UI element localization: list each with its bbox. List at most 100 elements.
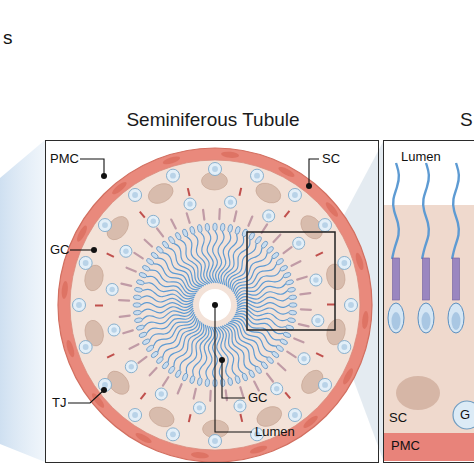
sperm-head [279, 264, 288, 272]
sperm-tail [206, 327, 215, 379]
germ-nucleus [315, 318, 320, 323]
sperm-head [241, 373, 248, 382]
germ-nucleus [322, 222, 328, 228]
germ-cell [129, 188, 142, 201]
tight-junction [239, 188, 241, 196]
germ-nucleus [292, 412, 298, 418]
germ-nucleus [102, 382, 108, 388]
spermatid-rod [274, 235, 281, 242]
sperm-head [275, 344, 284, 352]
germ-cell [288, 409, 301, 422]
epithelium-detail [384, 141, 474, 461]
spermatid-rod [234, 211, 236, 221]
sperm-head [134, 287, 143, 293]
germ-cell [79, 341, 92, 354]
germ-cell [345, 299, 358, 312]
sperm-tail [392, 163, 399, 259]
sertoli-nucleus [146, 403, 177, 430]
sperm-head [138, 331, 147, 338]
germ-nucleus [111, 327, 116, 332]
leader-line [309, 159, 319, 186]
tight-junction [107, 354, 114, 358]
germ-nucleus [322, 382, 328, 388]
spermatid-rod [267, 374, 273, 382]
tight-junction [189, 414, 191, 422]
tight-junction [316, 353, 323, 356]
spermatid-rod [120, 316, 130, 317]
germ-cell [312, 315, 324, 327]
germ-nucleus [254, 173, 260, 179]
germ-cell [225, 196, 237, 208]
sperm-head [182, 228, 189, 237]
germ-nucleus [109, 287, 114, 292]
sperm-head [182, 373, 189, 382]
leader-dot [306, 183, 312, 189]
germ-cell [184, 198, 196, 210]
sperm-head [285, 279, 294, 286]
germ-cell [108, 324, 120, 336]
sperm-head [248, 369, 256, 378]
sperm-head [133, 295, 141, 300]
germ-cell [310, 274, 322, 286]
sperm-head [168, 236, 176, 245]
germ-nucleus [212, 438, 218, 444]
sperm-nucleus [392, 312, 401, 330]
sperm-head [161, 240, 169, 249]
tubule-cross-section [58, 148, 372, 462]
spermatid-rod [248, 217, 252, 226]
germ-nucleus [170, 431, 176, 437]
part-label: SC [389, 410, 407, 426]
leader-dot [101, 173, 107, 179]
pmc-band [384, 433, 474, 461]
tight-junction [284, 211, 289, 217]
germ-nucleus [151, 219, 156, 224]
spermatid-rod [145, 240, 152, 247]
tight-junction [285, 392, 290, 398]
germ-cell [209, 163, 222, 176]
sperm-nucleus [452, 312, 461, 330]
germ-nucleus [159, 391, 164, 396]
germ-cell [288, 188, 301, 201]
sperm-head [155, 245, 164, 254]
spermatid-rod [194, 389, 196, 399]
spermatid-rod [300, 293, 310, 294]
sperm-head [161, 361, 169, 370]
panel-heading: Seminiferous Tubule [46, 109, 380, 131]
pmc-nucleus [61, 281, 69, 300]
germ-cell [271, 383, 283, 395]
sperm-head [142, 264, 151, 272]
sperm-head [146, 344, 155, 352]
sperm-head [254, 365, 262, 374]
sperm-head [248, 232, 256, 241]
sperm-head [266, 356, 275, 365]
pmc-nucleus [65, 339, 76, 358]
tight-junction [95, 304, 103, 306]
germ-cell [166, 169, 179, 182]
germ-cell [193, 402, 205, 414]
germ-cell [263, 210, 275, 222]
sperm-head [146, 258, 155, 266]
sperm-head [234, 226, 241, 235]
germ-nucleus [313, 277, 318, 282]
sperm-head [260, 240, 268, 249]
zoom-square [247, 232, 335, 330]
germ-nucleus [83, 344, 89, 350]
sperm-tail [234, 264, 276, 294]
germ-nucleus [197, 405, 202, 410]
tight-junction [140, 212, 145, 218]
sperm-head [234, 375, 241, 384]
spermatid-rod [297, 277, 307, 280]
germ-cell [234, 400, 246, 412]
pmc-nucleus [354, 252, 365, 271]
pmc-nucleus [324, 201, 340, 219]
germ-cell [155, 388, 167, 400]
leader-dot [219, 357, 225, 363]
pmc-nucleus [111, 180, 129, 196]
germ-nucleus [292, 192, 298, 198]
sperm-tail [174, 243, 204, 285]
tight-junction [240, 414, 242, 422]
germ-nucleus [341, 260, 347, 266]
sperm-midpiece [423, 258, 430, 300]
germ-nucleus [266, 213, 271, 218]
